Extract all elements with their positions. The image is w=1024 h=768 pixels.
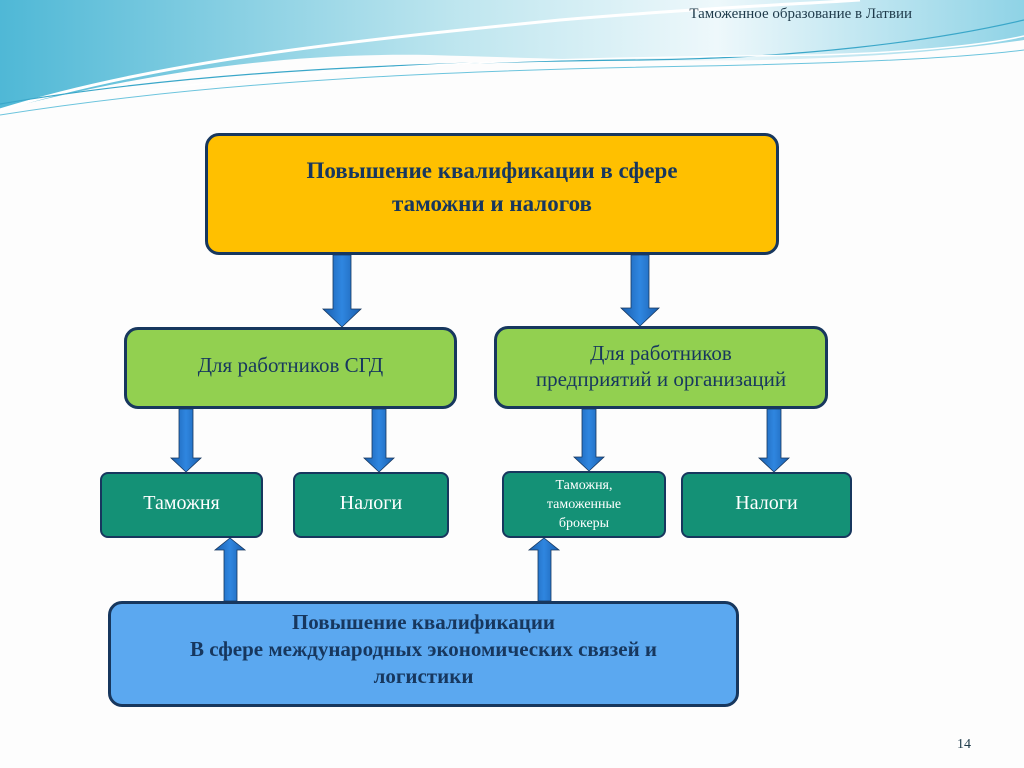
box-sgd-label: Для работников СГД	[197, 353, 384, 377]
box-taxes-right-label: Налоги	[735, 492, 798, 514]
box-customs-label: Таможня	[143, 492, 220, 514]
box-sgd-workers: Для работников СГД	[124, 327, 457, 409]
main-box-qualification: Повышение квалификации в сфере таможни и…	[205, 133, 779, 255]
bottom-box-line2: В сфере международных экономических связ…	[189, 636, 658, 661]
page-number: 14	[957, 737, 971, 752]
box-enterprise-line2: предприятий и организаций	[535, 366, 787, 391]
box-brokers-line3: брокеры	[558, 516, 610, 531]
box-customs: Таможня	[100, 472, 263, 538]
box-brokers-line1: Таможня,	[555, 478, 613, 493]
main-box-line2: таможни и налогов	[392, 191, 592, 216]
main-box-line1: Повышение квалификации в сфере	[306, 158, 678, 183]
box-taxes-right: Налоги	[681, 472, 852, 538]
box-enterprise-workers: Для работников предприятий и организаций	[494, 326, 828, 409]
box-taxes-left: Налоги	[293, 472, 449, 538]
slide-header: Таможенное образование в Латвии	[0, 0, 1024, 120]
slide-title: Таможенное образование в Латвии	[689, 6, 912, 22]
box-brokers-line2: таможенные	[546, 497, 622, 512]
bottom-box-international: Повышение квалификации В сфере междунаро…	[108, 601, 739, 707]
box-customs-brokers: Таможня, таможенные брокеры	[502, 471, 666, 538]
box-enterprise-line1: Для работников	[590, 340, 732, 365]
box-taxes-left-label: Налоги	[339, 492, 403, 514]
bottom-box-line1: Повышение квалификации	[291, 609, 556, 634]
bottom-box-line3: логистики	[373, 663, 474, 688]
